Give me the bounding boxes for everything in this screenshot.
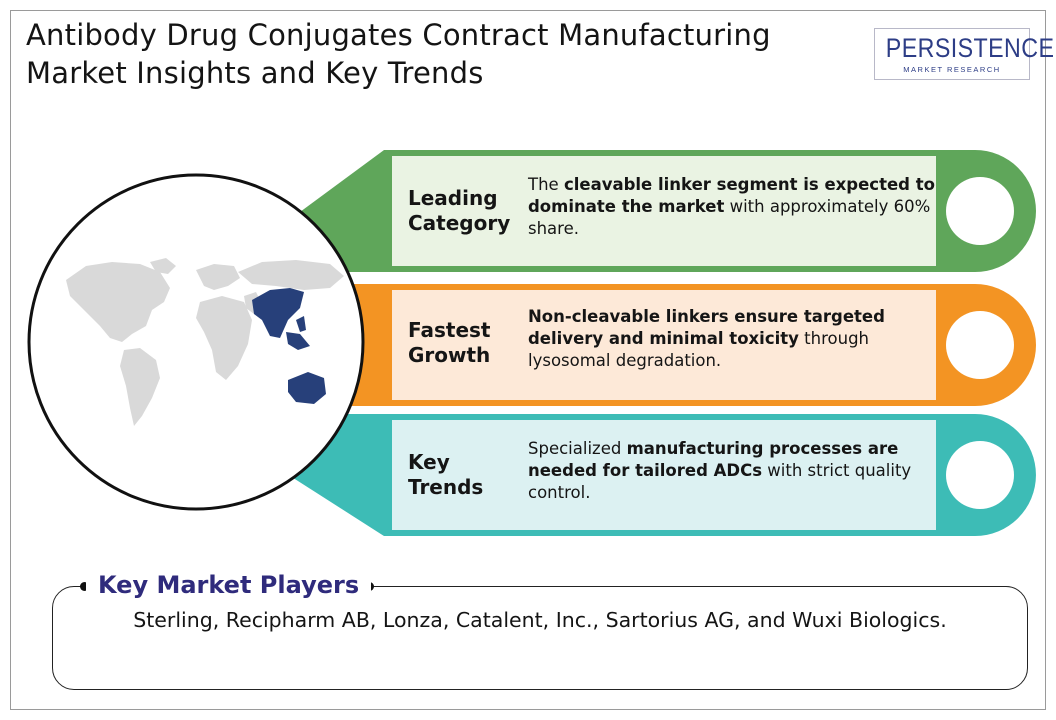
europe — [196, 264, 240, 290]
south-america — [120, 348, 160, 426]
key-players-title: Key Market Players — [86, 568, 372, 602]
row3-text-plain1: Specialized — [528, 439, 627, 458]
row3-circle — [946, 441, 1014, 509]
row3-panel — [392, 420, 936, 530]
row3-text-plain2: with strict quality control. — [528, 461, 912, 502]
row1-text-bold: cleavable linker segment is expected to … — [528, 175, 935, 216]
row2-label-line1: Fastest — [408, 318, 491, 342]
row-key-trends-shape — [262, 414, 1036, 536]
japan-islands — [296, 316, 306, 332]
greenland — [150, 258, 176, 274]
north-america — [66, 262, 170, 342]
logo-subtitle: MARKET RESEARCH — [903, 65, 1001, 74]
row2-text-bold: Non-cleavable linkers ensure targeted de… — [528, 307, 885, 348]
row3-label-line2: Trends — [408, 475, 484, 499]
row2-label-line2: Growth — [408, 343, 491, 367]
row-fastest-growth-label: Fastest Growth — [408, 318, 490, 368]
page-title: Antibody Drug Conjugates Contract Manufa… — [26, 16, 856, 92]
row1-circle — [946, 177, 1014, 245]
row1-panel — [392, 156, 936, 266]
title-line-2: Market Insights and Key Trends — [26, 56, 484, 90]
key-players-list: Sterling, Recipharm AB, Lonza, Catalent,… — [133, 608, 947, 632]
row-key-trends-text: Specialized manufacturing processes are … — [528, 438, 938, 504]
row-leading-category-text: The cleavable linker segment is expected… — [528, 174, 938, 240]
players-left-dot — [80, 582, 89, 591]
russia — [238, 260, 344, 290]
row1-label-line2: Category — [408, 211, 511, 235]
title-line-1: Antibody Drug Conjugates Contract Manufa… — [26, 18, 771, 52]
row-fastest-growth-text: Non-cleavable linkers ensure targeted de… — [528, 306, 938, 372]
row3-text-bold: manufacturing processes are needed for t… — [528, 439, 899, 480]
row3-label-line1: Key — [408, 450, 450, 474]
asia-pacific-highlight — [252, 288, 326, 404]
row2-circle — [946, 311, 1014, 379]
row2-text-plain2: through lysosomal degradation. — [528, 329, 869, 370]
globe-circle — [27, 173, 365, 511]
australia — [288, 372, 326, 404]
row2-panel — [392, 290, 936, 400]
world-map — [66, 258, 344, 426]
persistence-logo: PERSISTENCE MARKET RESEARCH — [874, 28, 1054, 80]
southeast-asia — [286, 332, 310, 350]
key-players-box — [52, 586, 1028, 690]
asia-region — [252, 288, 304, 338]
row1-text-plain2: with approximately 60% share. — [528, 197, 931, 238]
row1-text-plain1: The — [528, 175, 564, 194]
row-leading-category-shape — [262, 150, 1036, 272]
row1-label-line1: Leading — [408, 186, 498, 210]
africa — [196, 296, 252, 380]
row-leading-category-label: Leading Category — [408, 186, 510, 236]
row-key-trends-label: Key Trends — [408, 450, 483, 500]
